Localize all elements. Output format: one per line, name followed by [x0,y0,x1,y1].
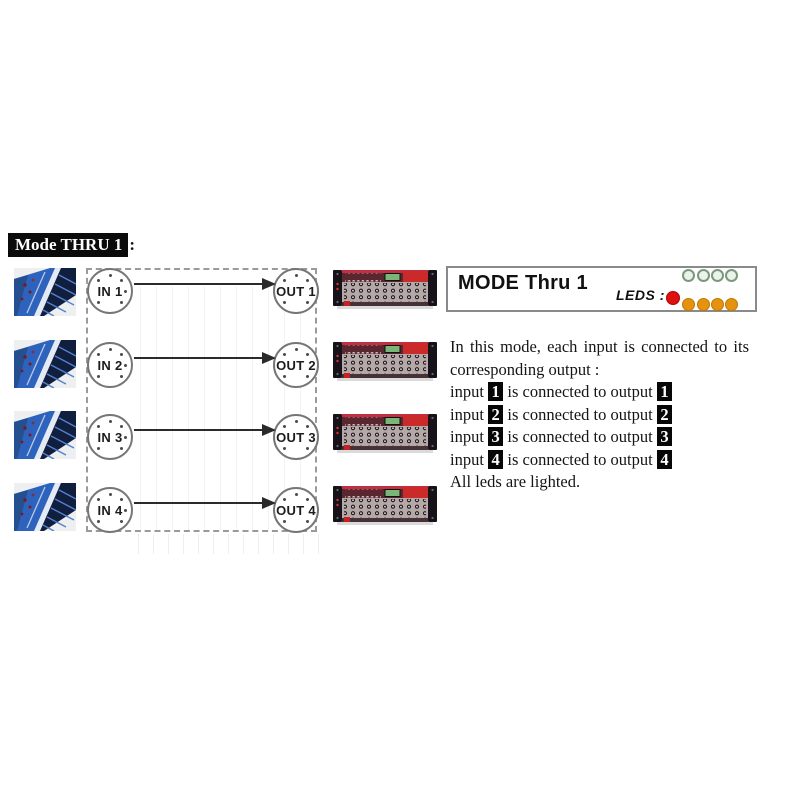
connection-line-4 [134,502,266,504]
inactive-led-icon-3 [711,269,724,282]
out-4-label: OUT 4 [276,502,316,518]
active-led-icon-1 [682,298,695,311]
sound-module-image-1 [333,268,437,310]
in-2-label: IN 2 [97,357,123,373]
arrowhead-icon-2 [262,352,276,364]
description-intro-line2: corresponding output : [450,359,600,379]
mapping-line-4: input 4 is connected to output 4 [450,449,749,472]
midi-keyboard-image-1 [14,268,76,316]
in-3-connector: IN 3 [87,414,133,460]
in-1-connector: IN 1 [87,268,133,314]
inactive-led-icon-1 [682,269,695,282]
active-led-icon-2 [697,298,710,311]
input-number-badge: 3 [488,427,504,446]
midi-thru-routing-diagram [86,268,317,532]
mapping-line-2: input 2 is connected to output 2 [450,404,749,427]
sound-module-image-4 [333,484,437,526]
arrowhead-icon-1 [262,278,276,290]
out-2-connector: OUT 2 [273,342,319,388]
input-number-badge: 1 [488,382,504,401]
in-4-label: IN 4 [97,502,123,518]
out-4-connector: OUT 4 [273,487,319,533]
in-2-connector: IN 2 [87,342,133,388]
power-led-icon [666,291,680,305]
connection-line-1 [134,283,266,285]
output-number-badge: 1 [656,382,673,401]
midi-keyboard-image-3 [14,411,76,459]
led-panel-title: MODE Thru 1 [458,272,588,294]
active-led-icon-3 [711,298,724,311]
ghost-gridlines-below [138,534,320,554]
inactive-led-icon-2 [697,269,710,282]
mapping-line-1: input 1 is connected to output 1 [450,381,749,404]
input-number-badge: 2 [488,404,504,424]
arrowhead-icon-4 [262,497,276,509]
leds-label: LEDS : [616,287,665,303]
in-3-label: IN 3 [97,429,123,445]
section-title-colon: : [129,235,136,254]
out-1-label: OUT 1 [276,283,316,299]
description-footer: All leds are lighted. [450,472,581,491]
out-3-connector: OUT 3 [273,414,319,460]
output-number-badge: 2 [656,404,673,424]
output-number-badge: 4 [656,449,673,469]
out-2-label: OUT 2 [276,357,316,373]
description-intro-line1: In this mode, each input is connected to… [450,337,749,356]
midi-keyboard-image-4 [14,483,76,531]
sound-module-image-2 [333,340,437,382]
mapping-line-3: input 3 is connected to output 3 [450,426,749,449]
connection-line-3 [134,429,266,431]
input-number-badge: 4 [488,449,504,469]
midi-keyboard-image-2 [14,340,76,388]
active-led-icon-4 [725,298,738,311]
output-number-badge: 3 [656,427,673,446]
led-panel: MODE Thru 1 LEDS : [446,266,757,312]
arrowhead-icon-3 [262,424,276,436]
in-1-label: IN 1 [97,283,123,299]
section-title-label: Mode THRU 1 [8,233,129,257]
out-3-label: OUT 3 [276,429,316,445]
connection-line-2 [134,357,266,359]
section-title: Mode THRU 1: [8,233,135,257]
out-1-connector: OUT 1 [273,268,319,314]
inactive-led-icon-4 [725,269,738,282]
sound-module-image-3 [333,412,437,454]
in-4-connector: IN 4 [87,487,133,533]
mode-description: In this mode, each input is connected to… [450,336,749,494]
